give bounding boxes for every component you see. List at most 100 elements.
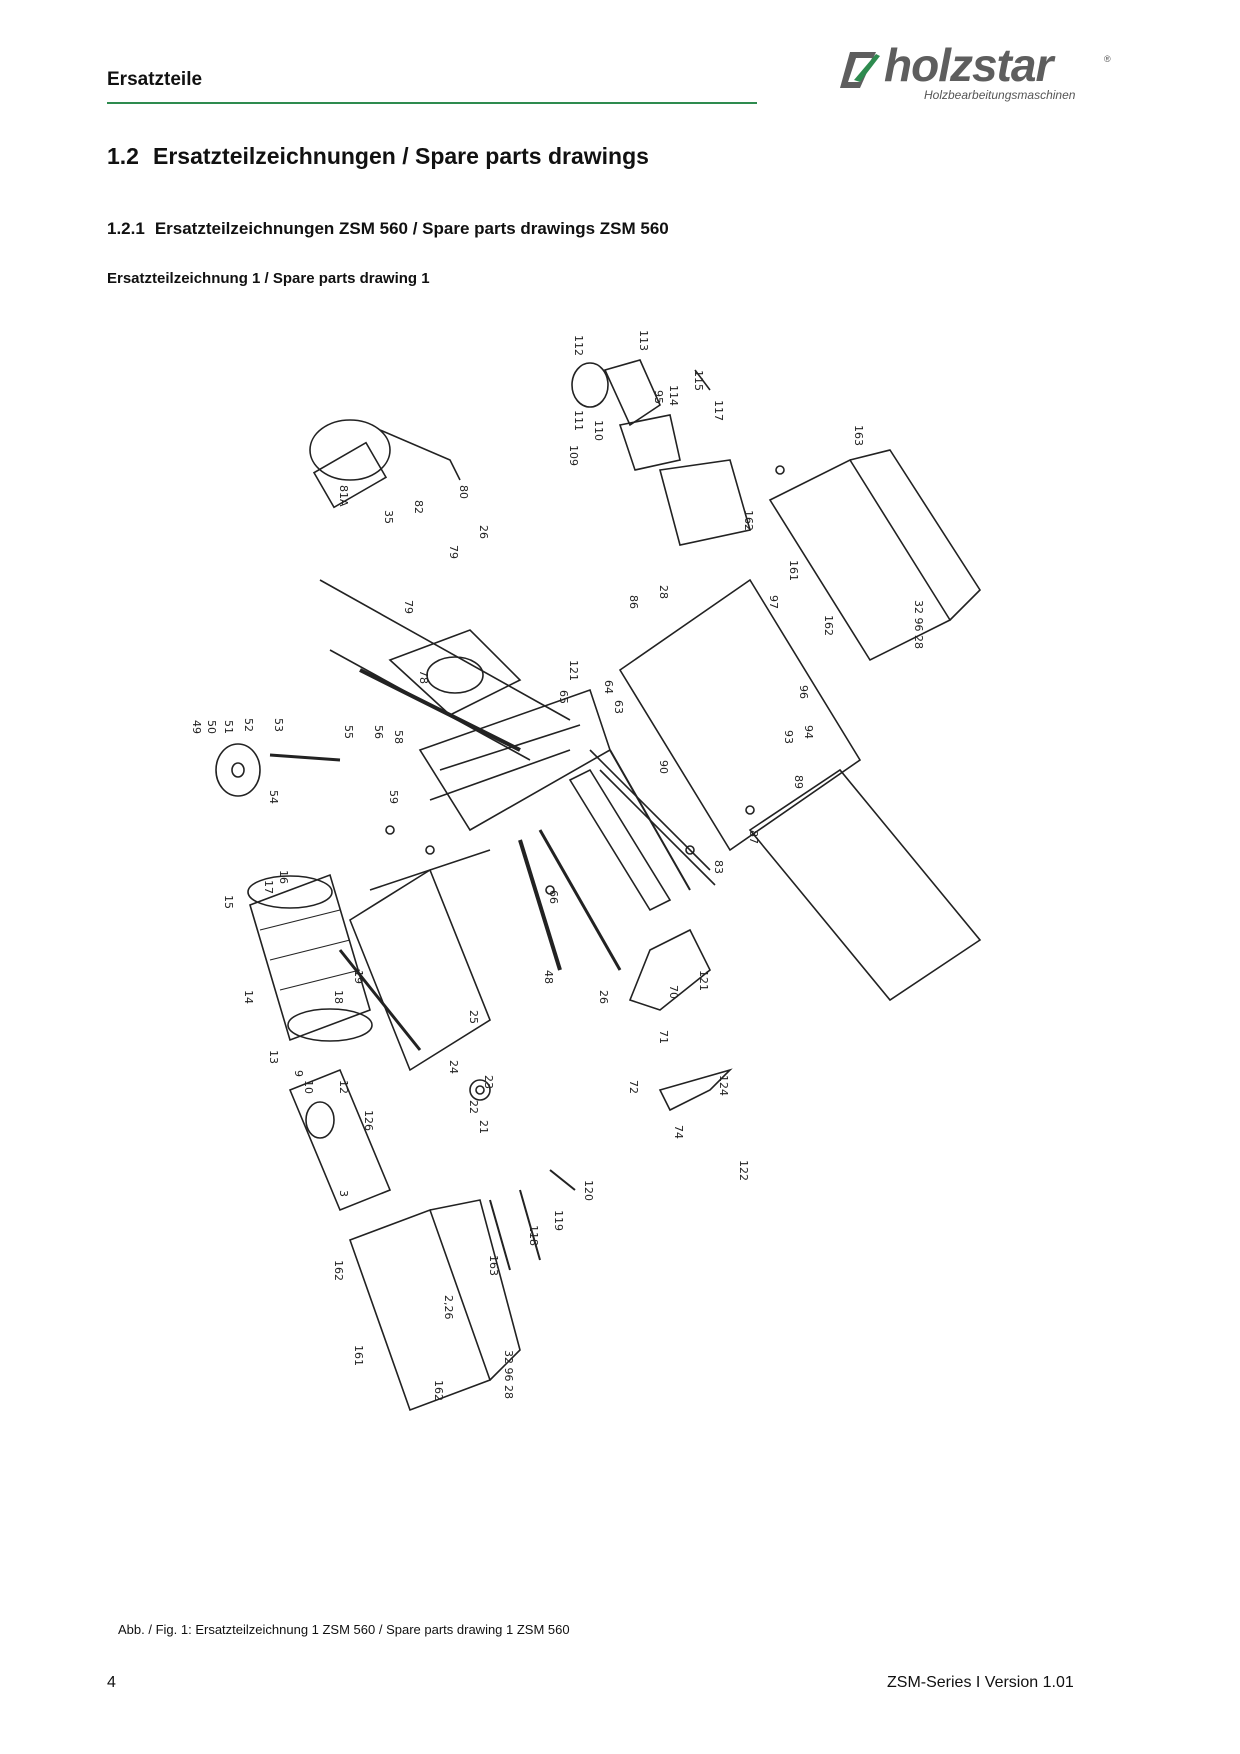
- svg-text:117: 117: [712, 400, 725, 421]
- svg-text:10: 10: [302, 1080, 315, 1094]
- svg-text:3: 3: [337, 1190, 350, 1197]
- svg-text:51: 51: [222, 720, 235, 734]
- svg-text:79: 79: [402, 600, 415, 614]
- svg-text:119: 119: [552, 1210, 565, 1231]
- svg-text:23: 23: [482, 1075, 495, 1089]
- header-title: Ersatzteile: [107, 69, 203, 90]
- svg-text:163: 163: [487, 1255, 500, 1276]
- svg-text:94: 94: [802, 725, 815, 739]
- svg-text:24: 24: [447, 1060, 460, 1074]
- logo-word: holzstar: [884, 39, 1053, 91]
- svg-text:64: 64: [602, 680, 615, 694]
- svg-text:122: 122: [737, 1160, 750, 1181]
- section-number: 1.2: [107, 143, 139, 169]
- svg-text:71: 71: [657, 1030, 670, 1044]
- svg-text:63: 63: [612, 700, 625, 714]
- page-number: 4: [107, 1674, 116, 1691]
- exploded-parts-drawing: 112 113 111 110 109 95 114 115 117 81A 3…: [190, 330, 1110, 1600]
- svg-text:16: 16: [277, 870, 290, 884]
- svg-text:52: 52: [242, 718, 255, 732]
- exploded-view-svg: 112 113 111 110 109 95 114 115 117 81A 3…: [190, 330, 982, 1412]
- svg-text:81A: 81A: [337, 485, 350, 507]
- svg-text:26: 26: [477, 525, 490, 539]
- svg-text:121: 121: [697, 970, 710, 991]
- svg-text:35: 35: [382, 510, 395, 524]
- svg-text:113: 113: [637, 330, 650, 351]
- subsection-heading: 1.2.1 Ersatzteilzeichnungen ZSM 560 / Spa…: [107, 219, 669, 239]
- motor-housing: [309, 419, 391, 481]
- svg-text:162: 162: [432, 1380, 445, 1401]
- svg-text:49: 49: [190, 720, 203, 734]
- svg-text:110: 110: [592, 420, 605, 441]
- svg-text:65: 65: [557, 690, 570, 704]
- svg-text:59: 59: [387, 790, 400, 804]
- svg-text:109: 109: [567, 445, 580, 466]
- svg-text:78: 78: [417, 670, 430, 684]
- svg-text:25: 25: [467, 1010, 480, 1024]
- svg-text:161: 161: [787, 560, 800, 581]
- svg-text:162: 162: [332, 1260, 345, 1281]
- svg-text:161: 161: [352, 1345, 365, 1366]
- svg-text:95: 95: [652, 390, 665, 404]
- svg-text:14: 14: [242, 990, 255, 1004]
- section-heading: 1.2 Ersatzteilzeichnungen / Spare parts d…: [107, 143, 649, 170]
- holzstar-logo: holzstar ® Holzbearbeitungsmaschinen: [840, 39, 1111, 106]
- svg-text:126: 126: [362, 1110, 375, 1131]
- svg-text:26: 26: [597, 990, 610, 1004]
- svg-text:89: 89: [792, 775, 805, 789]
- svg-text:55: 55: [342, 725, 355, 739]
- svg-text:54: 54: [267, 790, 280, 804]
- svg-text:163: 163: [852, 425, 865, 446]
- svg-text:90: 90: [657, 760, 670, 774]
- svg-text:120: 120: [582, 1180, 595, 1201]
- drawing-title: Ersatzteilzeichnung 1 / Spare parts draw…: [107, 270, 430, 287]
- section-title: Ersatzteilzeichnungen / Spare parts draw…: [153, 143, 649, 169]
- svg-text:18: 18: [332, 990, 345, 1004]
- svg-text:32 96 28: 32 96 28: [912, 600, 925, 649]
- svg-text:13: 13: [267, 1050, 280, 1064]
- svg-text:12: 12: [337, 1080, 350, 1094]
- svg-text:72: 72: [627, 1080, 640, 1094]
- svg-text:121: 121: [567, 660, 580, 681]
- svg-text:118: 118: [527, 1225, 540, 1246]
- svg-text:115: 115: [692, 370, 705, 391]
- svg-text:97: 97: [767, 595, 780, 609]
- svg-text:50: 50: [205, 720, 218, 734]
- svg-text:162: 162: [822, 615, 835, 636]
- svg-text:58: 58: [392, 730, 405, 744]
- svg-text:48: 48: [542, 970, 555, 984]
- svg-text:32 96 28: 32 96 28: [502, 1350, 515, 1399]
- svg-text:74: 74: [672, 1125, 685, 1139]
- svg-text:21: 21: [477, 1120, 490, 1134]
- doc-version: ZSM-Series I Version 1.01: [887, 1674, 1074, 1691]
- svg-text:28: 28: [657, 585, 670, 599]
- logo-registered-mark: ®: [1104, 54, 1111, 64]
- svg-text:93: 93: [782, 730, 795, 744]
- subsection-title: Ersatzteilzeichnungen ZSM 560 / Spare pa…: [154, 219, 669, 238]
- svg-text:124: 124: [717, 1075, 730, 1096]
- svg-text:111: 111: [572, 410, 585, 431]
- svg-text:162: 162: [742, 510, 755, 531]
- svg-text:112: 112: [572, 335, 585, 356]
- svg-text:53: 53: [272, 718, 285, 732]
- svg-text:70: 70: [667, 985, 680, 999]
- logo-subtitle: Holzbearbeitungsmaschinen: [924, 88, 1076, 102]
- logo-mark-icon: [840, 52, 880, 88]
- svg-text:82: 82: [412, 500, 425, 514]
- svg-text:80: 80: [457, 485, 470, 499]
- svg-text:19: 19: [352, 970, 365, 984]
- svg-text:66: 66: [547, 890, 560, 904]
- svg-text:79: 79: [447, 545, 460, 559]
- svg-text:17: 17: [262, 880, 275, 894]
- header-rule: [107, 102, 757, 104]
- svg-text:114: 114: [667, 385, 680, 406]
- svg-text:56: 56: [372, 725, 385, 739]
- svg-text:9: 9: [292, 1070, 305, 1077]
- svg-text:86: 86: [627, 595, 640, 609]
- svg-text:87: 87: [747, 830, 760, 844]
- svg-text:83: 83: [712, 860, 725, 874]
- subsection-number: 1.2.1: [107, 219, 145, 238]
- svg-text:22: 22: [467, 1100, 480, 1114]
- svg-text:96: 96: [797, 685, 810, 699]
- svg-text:2,26: 2,26: [442, 1295, 455, 1320]
